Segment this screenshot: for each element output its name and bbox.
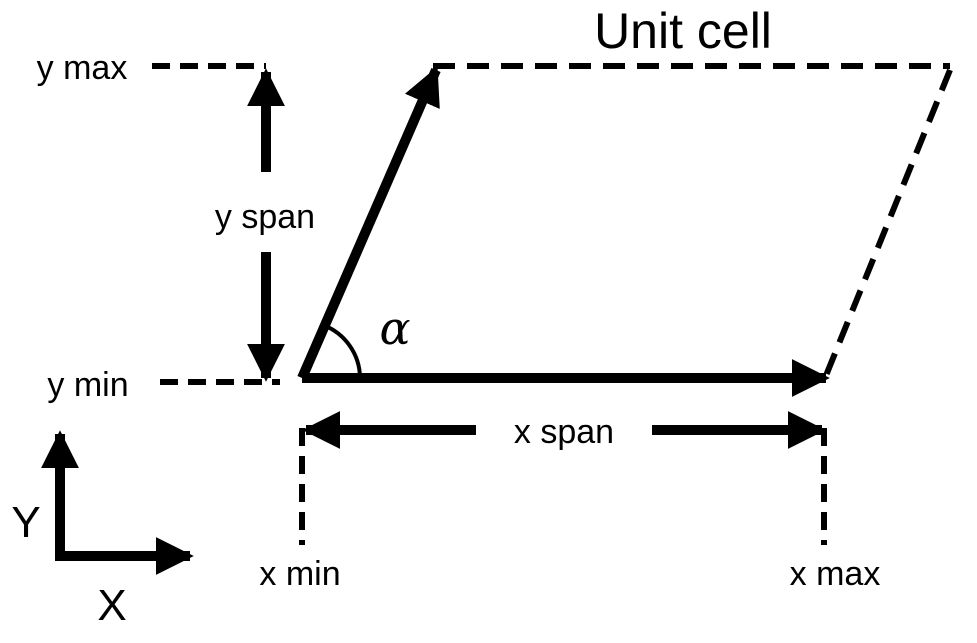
angle-arc [322, 323, 362, 379]
lattice-vector-b [297, 66, 441, 380]
cell-right-edge [822, 68, 953, 380]
y-max-label: y max [37, 49, 128, 87]
x-max-label: x max [790, 555, 881, 593]
title-unit-cell: Unit cell [594, 3, 772, 59]
alpha-label: α [379, 301, 410, 355]
y-span-label: y span [215, 198, 315, 236]
y-axis-label: Y [11, 498, 40, 547]
x-axis-label: X [97, 581, 126, 630]
y-min-label: y min [47, 366, 128, 404]
x-min-label: x min [259, 555, 340, 593]
x-span-label: x span [514, 413, 614, 451]
